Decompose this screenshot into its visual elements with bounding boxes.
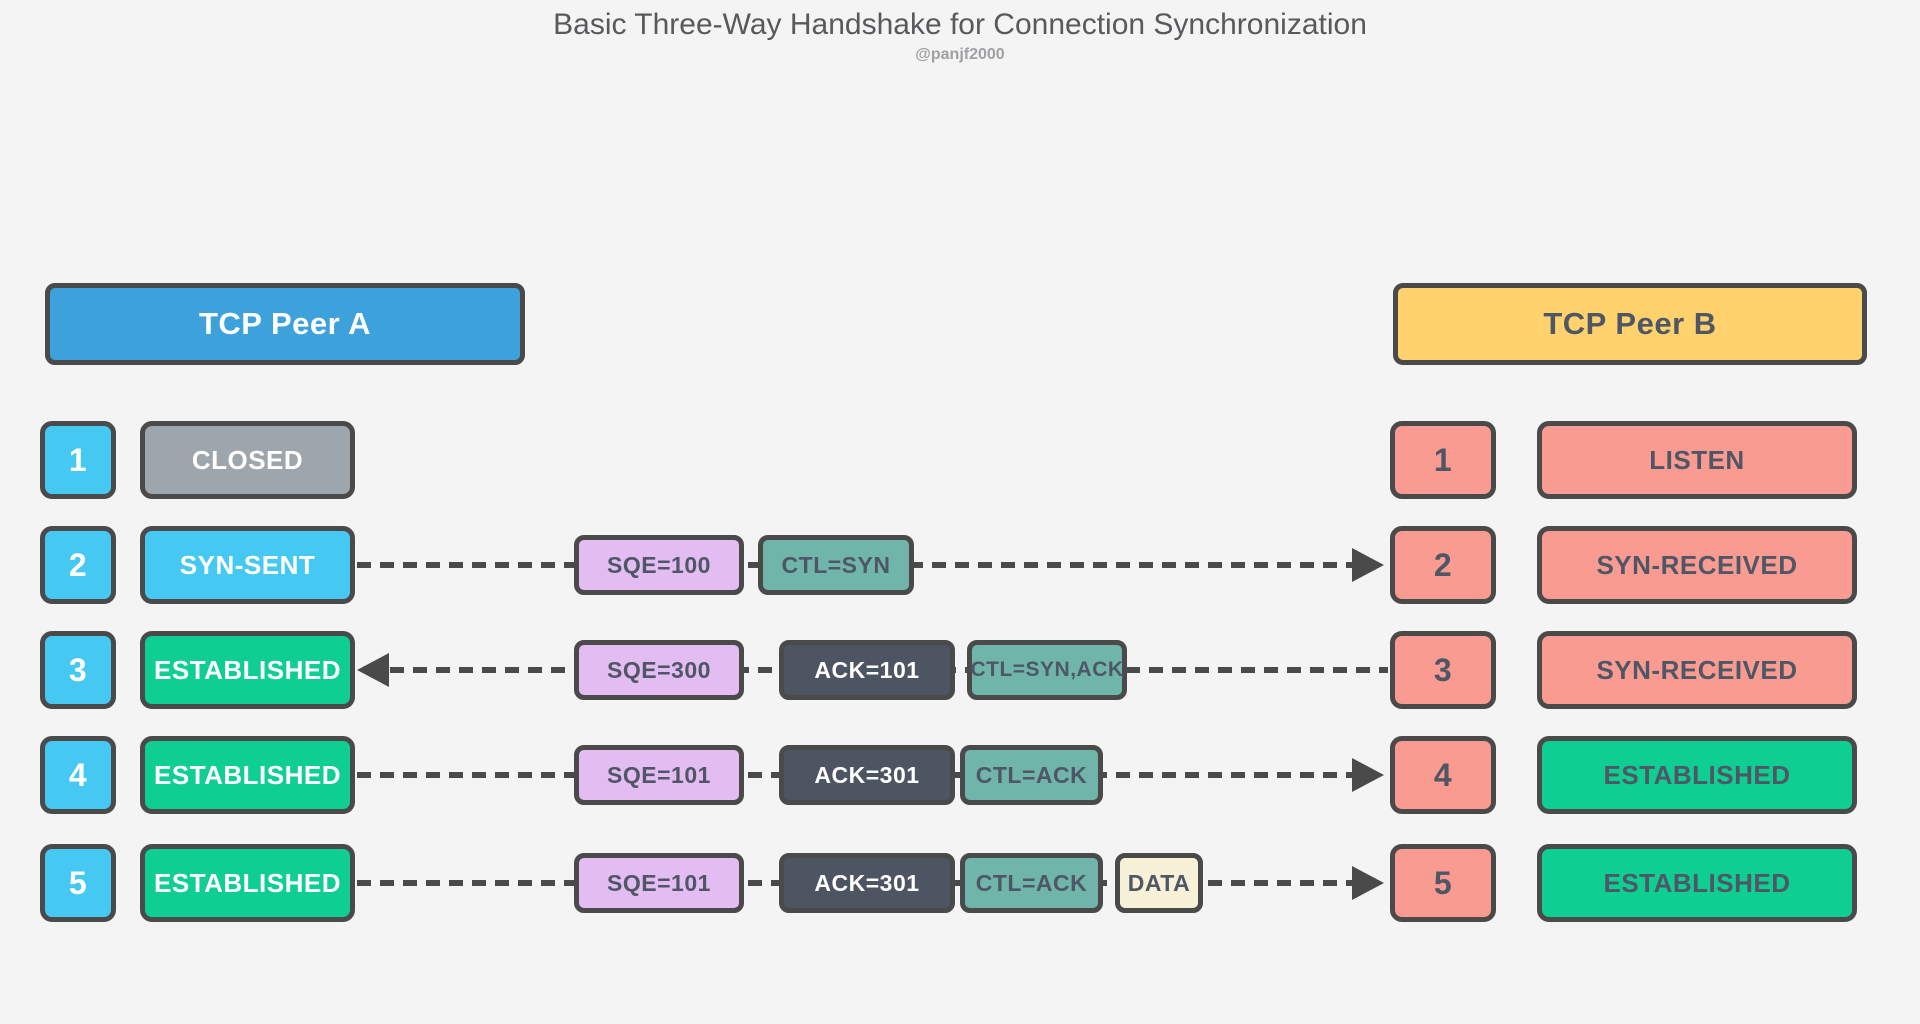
seq-field: SQE=101 — [574, 853, 744, 913]
peer-a-header: TCP Peer A — [45, 283, 525, 365]
step-number-b: 3 — [1390, 631, 1496, 709]
peer-b-state: LISTEN — [1537, 421, 1857, 499]
peer-a-state: SYN-SENT — [140, 526, 355, 604]
step-number-a: 4 — [40, 736, 116, 814]
arrow-right-icon — [1352, 758, 1384, 792]
ack-field: ACK=301 — [779, 853, 955, 913]
ctl-field: CTL=SYN — [758, 535, 914, 595]
diagram-title: Basic Three-Way Handshake for Connection… — [553, 8, 1367, 41]
peer-b-state: SYN-RECEIVED — [1537, 526, 1857, 604]
arrow-right-icon — [1352, 866, 1384, 900]
peer-b-state: ESTABLISHED — [1537, 736, 1857, 814]
step-number-a: 5 — [40, 844, 116, 922]
ctl-field: CTL=SYN,ACK — [967, 640, 1127, 700]
peer-a-state: ESTABLISHED — [140, 736, 355, 814]
seq-field: SQE=300 — [574, 640, 744, 700]
step-number-b: 5 — [1390, 844, 1496, 922]
peer-b-header: TCP Peer B — [1393, 283, 1867, 365]
ctl-field: CTL=ACK — [960, 853, 1103, 913]
ack-field: ACK=301 — [779, 745, 955, 805]
peer-a-state: ESTABLISHED — [140, 631, 355, 709]
peer-a-state: CLOSED — [140, 421, 355, 499]
peer-b-state: SYN-RECEIVED — [1537, 631, 1857, 709]
ctl-field: CTL=ACK — [960, 745, 1103, 805]
seq-field: SQE=100 — [574, 535, 744, 595]
seq-field: SQE=101 — [574, 745, 744, 805]
peer-a-state: ESTABLISHED — [140, 844, 355, 922]
step-number-a: 1 — [40, 421, 116, 499]
step-number-b: 4 — [1390, 736, 1496, 814]
peer-b-state: ESTABLISHED — [1537, 844, 1857, 922]
data-field: DATA — [1115, 853, 1203, 913]
arrow-right-icon — [1352, 548, 1384, 582]
arrow-left-icon — [357, 653, 389, 687]
ack-field: ACK=101 — [779, 640, 955, 700]
step-number-a: 2 — [40, 526, 116, 604]
step-number-a: 3 — [40, 631, 116, 709]
step-number-b: 2 — [1390, 526, 1496, 604]
step-number-b: 1 — [1390, 421, 1496, 499]
diagram-author: @panjf2000 — [915, 46, 1005, 63]
